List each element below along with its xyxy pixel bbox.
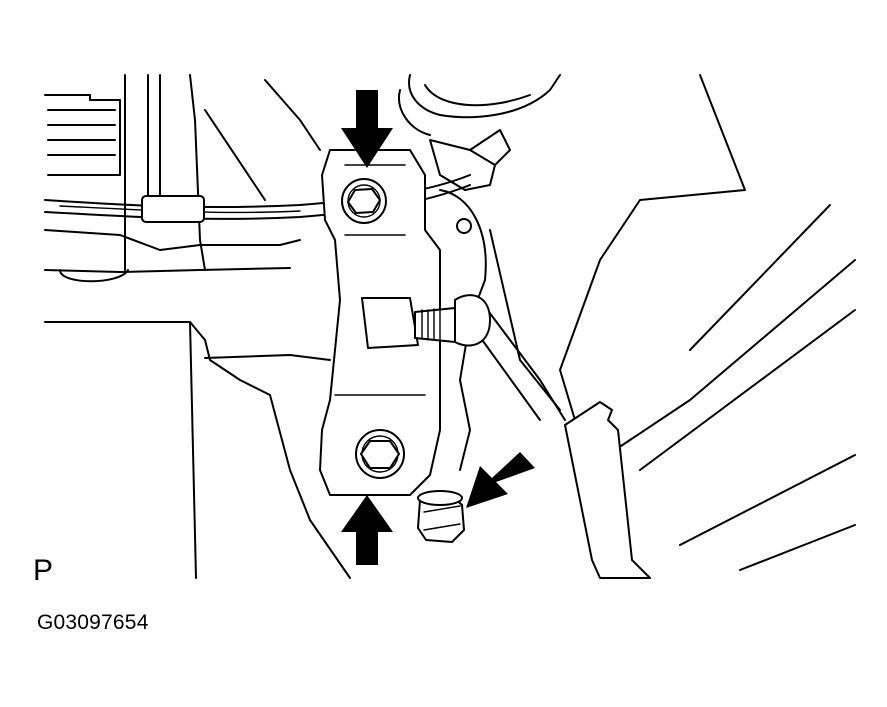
body-frame-lines [44, 74, 856, 579]
arrow-diagonal-side-bolt [466, 452, 535, 508]
lower-bolt [355, 429, 405, 479]
arrow-up-lower-bolt [341, 495, 393, 565]
upper-bolt [341, 178, 387, 224]
side-bolt [417, 490, 465, 543]
figure-code: G03097654 [37, 611, 149, 634]
arrow-down-upper-bolt [341, 90, 393, 168]
bracket-mount [319, 149, 491, 496]
view-letter: P [33, 554, 54, 587]
